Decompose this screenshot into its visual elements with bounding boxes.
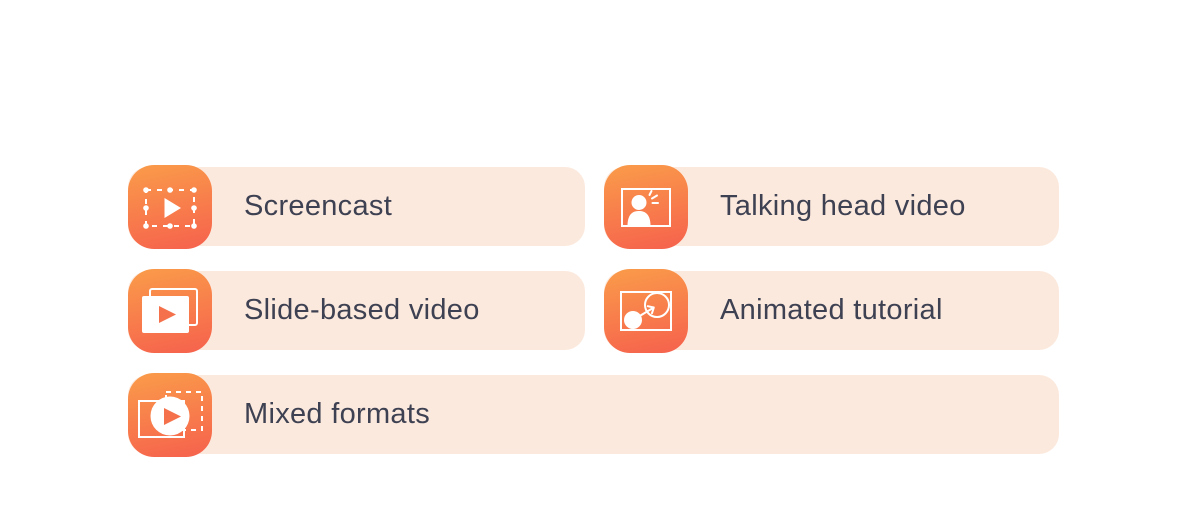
card-animated-tutorial[interactable]: Animated tutorial [604, 268, 1059, 353]
card-label: Mixed formats [244, 398, 430, 430]
mixed-formats-icon [128, 372, 212, 457]
talking-head-icon [604, 164, 688, 249]
slide-based-video-icon [128, 268, 212, 353]
card-talking-head-video[interactable]: Talking head video [604, 164, 1059, 249]
card-label: Talking head video [720, 190, 966, 222]
card-label: Animated tutorial [720, 294, 943, 326]
card-screencast[interactable]: Screencast [128, 164, 585, 249]
card-label: Slide-based video [244, 294, 480, 326]
card-slide-based-video[interactable]: Slide-based video [128, 268, 585, 353]
screencast-icon [128, 164, 212, 249]
card-label: Screencast [244, 190, 393, 222]
card-mixed-formats[interactable]: Mixed formats [128, 372, 1059, 457]
animated-tutorial-icon [604, 268, 688, 353]
